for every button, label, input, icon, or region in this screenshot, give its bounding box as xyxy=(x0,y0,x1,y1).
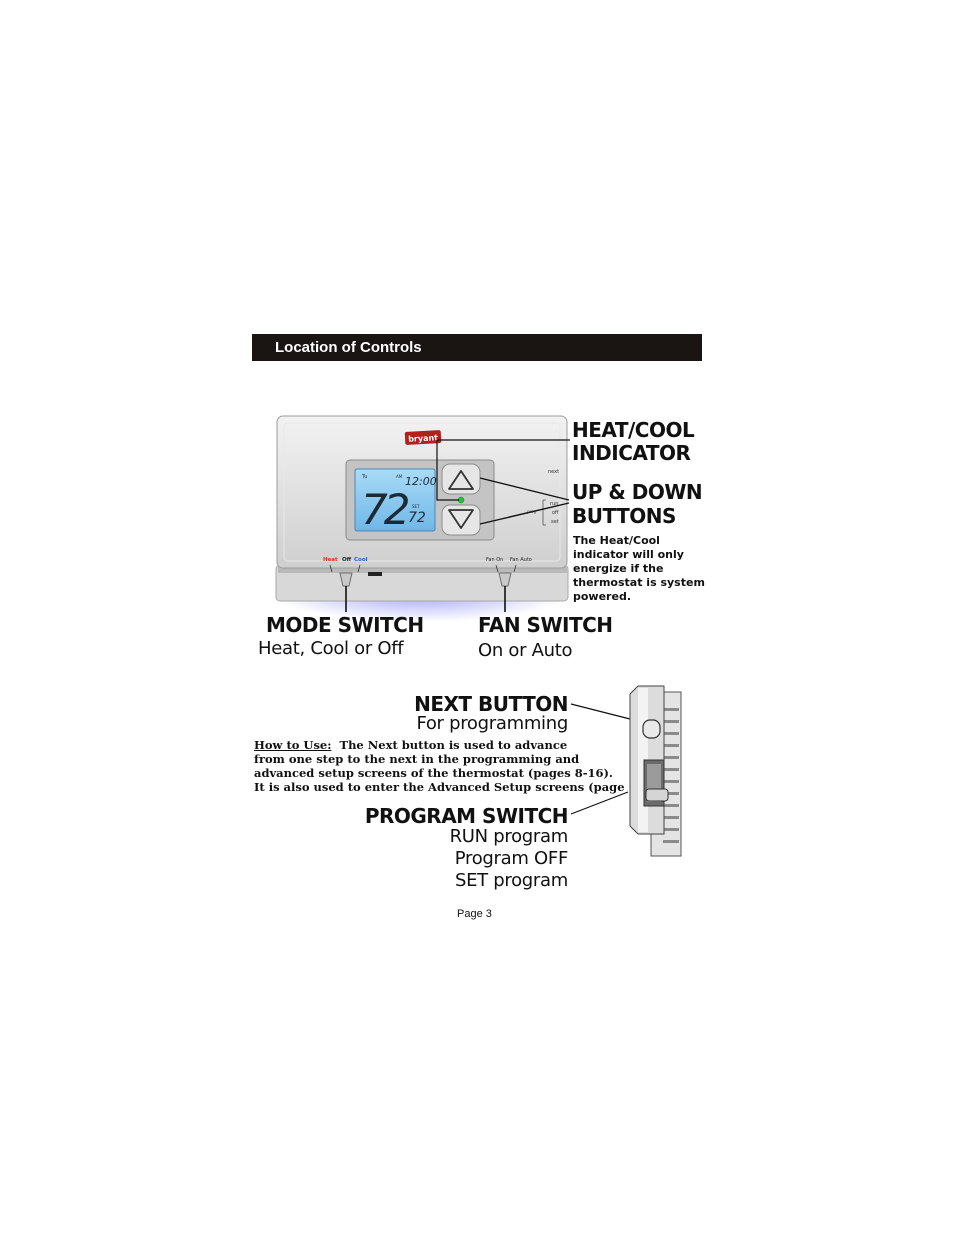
how-to-use-text: How to Use: The Next button is used to a… xyxy=(254,738,654,794)
program-switch-options: RUN program Program OFF SET program xyxy=(449,826,569,892)
program-off-label: off xyxy=(552,510,559,516)
program-option-run: RUN program xyxy=(449,826,569,847)
program-option-off: Program OFF xyxy=(454,848,569,869)
section-title: Location of Controls xyxy=(275,339,422,356)
up-down-callout-line1: UP & DOWN xyxy=(572,480,703,504)
next-button-title: NEXT BUTTON xyxy=(414,692,568,716)
note-line: indicator will only xyxy=(573,548,684,561)
next-button-subtitle: For programming xyxy=(416,713,568,734)
program-switch-leader xyxy=(570,791,629,815)
note-line: thermostat is system xyxy=(573,576,705,589)
how-to-use-label: How to Use: xyxy=(254,738,332,752)
heat-cool-callout-line2: INDICATOR xyxy=(572,441,691,465)
fan-on-label: Fan On xyxy=(486,557,503,563)
program-switch-slider[interactable] xyxy=(643,759,669,807)
how-to-line: from one step to the next in the program… xyxy=(254,752,580,766)
down-button[interactable] xyxy=(441,504,481,536)
mode-switch-lever[interactable] xyxy=(339,572,353,587)
down-arrow-icon xyxy=(448,509,474,529)
up-arrow-icon xyxy=(448,470,474,490)
lcd-screen xyxy=(354,468,436,532)
mode-heat-label: Heat xyxy=(323,557,338,563)
how-to-line: advanced setup screens of the thermostat… xyxy=(254,766,613,780)
section-title-bar: Location of Controls xyxy=(252,334,702,361)
next-button-leader xyxy=(570,703,631,720)
heat-cool-note: The Heat/Cool indicator will only energi… xyxy=(573,534,705,604)
mode-off-label: Off xyxy=(342,557,352,563)
mode-cool-label: Cool xyxy=(354,557,368,563)
fan-switch-subtitle: On or Auto xyxy=(478,640,573,661)
program-run-label: run xyxy=(550,501,558,507)
lcd-time: 12:00 xyxy=(405,475,437,488)
lcd-day: Tu xyxy=(361,474,367,480)
next-button-side[interactable] xyxy=(642,719,661,739)
heat-cool-leader xyxy=(436,439,570,501)
program-switch-title: PROGRAM SWITCH xyxy=(364,804,569,828)
page-number: Page 3 xyxy=(457,908,492,920)
note-line: The Heat/Cool xyxy=(573,534,660,547)
note-line: energize if the xyxy=(573,562,664,575)
heat-cool-indicator-callout: HEAT/COOL INDICATOR xyxy=(572,418,695,465)
how-to-line: It is also used to enter the Advanced Se… xyxy=(254,780,654,794)
bryant-logo: bryant xyxy=(404,430,442,445)
fan-auto-label: Fan Auto xyxy=(510,557,532,563)
lcd-temperature: 72 xyxy=(361,485,409,534)
fan-switch-title: FAN SWITCH xyxy=(478,613,613,637)
lcd-set-temperature: 72 xyxy=(408,510,426,526)
callout-leaders xyxy=(436,439,570,525)
thermostat-side-illustration xyxy=(570,685,682,857)
note-line: powered. xyxy=(573,590,631,603)
next-label: next xyxy=(548,469,559,475)
program-option-set: SET program xyxy=(454,870,568,891)
lcd-ampm: AM xyxy=(396,474,403,479)
program-set-label: set xyxy=(551,519,559,525)
lcd-set-label: SET xyxy=(412,504,420,509)
up-button-leader xyxy=(479,477,570,501)
mode-switch-title: MODE SWITCH xyxy=(266,613,424,637)
mode-switch-subtitle: Heat, Cool or Off xyxy=(258,638,404,659)
heat-cool-callout-line1: HEAT/COOL xyxy=(572,418,695,442)
up-button[interactable] xyxy=(441,463,481,495)
svg-text:bryant: bryant xyxy=(408,433,438,444)
up-down-callout-line2: BUTTONS xyxy=(572,504,676,528)
thermostat-front-illustration: bryant Tu AM 12:00 72 SET 72 next prog r… xyxy=(270,415,570,622)
down-button-leader xyxy=(479,502,570,525)
up-down-buttons-callout: UP & DOWN BUTTONS xyxy=(572,480,703,528)
how-to-line: The Next button is used to advance xyxy=(339,738,568,752)
fan-switch-lever[interactable] xyxy=(498,572,512,587)
